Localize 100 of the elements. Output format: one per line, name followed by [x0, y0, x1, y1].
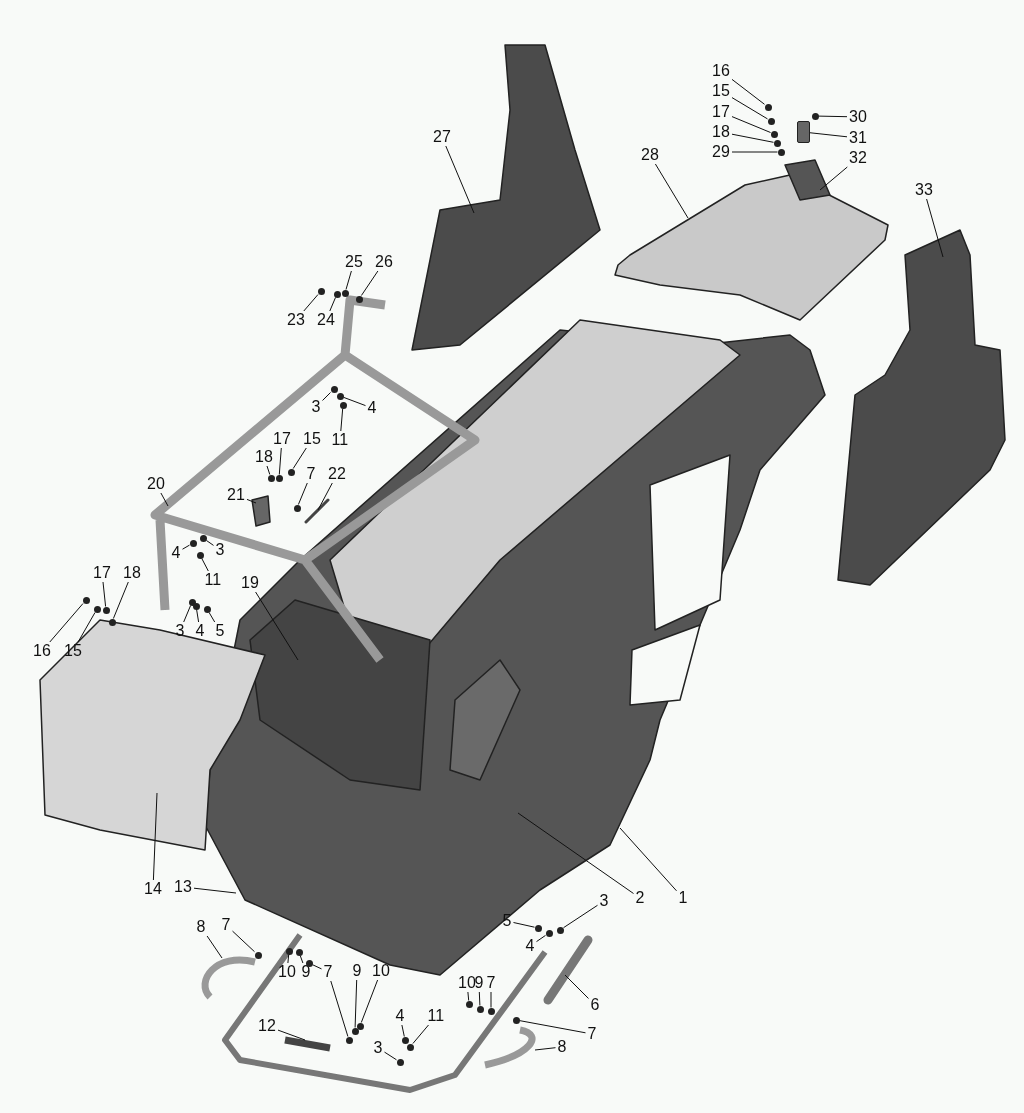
callout-number: 4 [194, 623, 206, 639]
leader-line [232, 930, 255, 953]
leader-line [819, 166, 848, 191]
callout-number: 8 [195, 919, 207, 935]
callout-number: 4 [524, 938, 536, 954]
fastener-part [188, 598, 196, 606]
callout-number: 11 [203, 572, 223, 588]
fastener-part [203, 605, 211, 613]
fastener-part [351, 1027, 359, 1035]
callout-number: 7 [586, 1026, 598, 1042]
leader-line [513, 922, 535, 928]
leader-line [152, 792, 158, 881]
callout-number: 7 [220, 917, 232, 933]
fastener-part [773, 139, 781, 147]
callout-number: 7 [305, 466, 317, 482]
callout-number: 11 [330, 432, 350, 448]
callout-number: 3 [372, 1040, 384, 1056]
callout-number: 26 [374, 254, 394, 270]
callout-number: 3 [598, 893, 610, 909]
leader-line [360, 270, 379, 296]
callout-number: 29 [711, 144, 731, 160]
leader-line [731, 151, 778, 153]
leader-line [303, 294, 319, 312]
rod-part [543, 935, 593, 1005]
leader-line [330, 980, 349, 1037]
leader-line [277, 1029, 306, 1041]
leader-line [401, 1024, 405, 1037]
fastener-part [330, 385, 338, 393]
fastener-part [267, 474, 275, 482]
leader-line [329, 297, 336, 312]
callout-number: 9 [351, 963, 363, 979]
fastener-part [356, 1022, 364, 1030]
callout-number: 32 [848, 150, 868, 166]
callout-number: 18 [711, 124, 731, 140]
callout-number: 28 [640, 147, 660, 163]
fastener-part [196, 551, 204, 559]
callout-number: 3 [310, 399, 322, 415]
fastener-part [406, 1043, 414, 1051]
callout-number: 16 [32, 643, 52, 659]
leader-line [478, 991, 481, 1006]
fastener-part [254, 951, 262, 959]
callout-number: 15 [302, 431, 322, 447]
fastener-part [767, 117, 775, 125]
leader-line [809, 132, 848, 138]
callout-number: 11 [426, 1008, 446, 1024]
callout-number: 4 [170, 545, 182, 561]
fastener-part [305, 959, 313, 967]
leader-line [49, 603, 84, 643]
callout-number: 10 [277, 964, 297, 980]
callout-number: 10 [457, 975, 477, 991]
fastener-part [333, 290, 341, 298]
fastener-part [476, 1005, 484, 1013]
callout-number: 21 [226, 487, 246, 503]
leader-line [654, 163, 689, 219]
leader-line [278, 447, 282, 475]
callout-number: 20 [146, 476, 166, 492]
callout-number: 15 [711, 83, 731, 99]
fastener-part [102, 606, 110, 614]
leader-line [519, 1020, 586, 1034]
leader-line [266, 465, 271, 475]
leader-line [287, 954, 290, 964]
fastener-part [192, 602, 200, 610]
fastener-part [93, 605, 101, 613]
leader-line [246, 498, 257, 504]
leader-line [354, 979, 358, 1028]
callout-number: 6 [589, 997, 601, 1013]
fastener-part [770, 130, 778, 138]
leader-line [818, 115, 848, 118]
fastener-part [777, 148, 785, 156]
leader-line [563, 904, 598, 929]
callout-number: 16 [711, 63, 731, 79]
leader-line [467, 991, 470, 1001]
leader-line [206, 935, 223, 959]
leader-line [926, 198, 944, 258]
callout-number: 5 [214, 623, 226, 639]
leader-line [102, 581, 107, 607]
fastener-part [811, 112, 819, 120]
leader-line [160, 492, 169, 507]
leader-line [731, 78, 765, 105]
fastener-part [512, 1016, 520, 1024]
leader-line [412, 1024, 429, 1044]
leader-line [445, 145, 475, 214]
callout-number: 31 [848, 130, 868, 146]
fastener-part [295, 948, 303, 956]
fastener-part [534, 924, 542, 932]
leader-line [317, 482, 333, 511]
leader-line [206, 540, 214, 546]
leader-line [340, 408, 344, 432]
fastener-part [545, 929, 553, 937]
fastener-part [287, 468, 295, 476]
rod-part [304, 498, 330, 524]
leader-line [322, 392, 331, 401]
fastener-part [487, 1007, 495, 1015]
fastener-part [293, 504, 301, 512]
leader-line [564, 974, 589, 999]
callout-number: 17 [711, 104, 731, 120]
leader-line [297, 482, 308, 505]
callout-number: 33 [914, 182, 934, 198]
callout-number: 4 [394, 1008, 406, 1024]
leader-line [112, 581, 129, 619]
